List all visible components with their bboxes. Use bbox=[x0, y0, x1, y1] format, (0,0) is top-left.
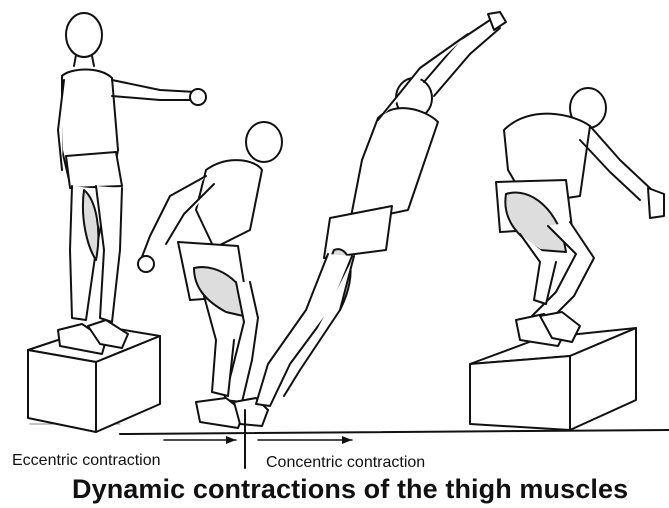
concentric-label: Concentric contraction bbox=[266, 454, 425, 472]
figure-on-box bbox=[496, 88, 664, 346]
ground-line bbox=[120, 430, 669, 434]
figure-jumping bbox=[256, 12, 506, 406]
figure-standing bbox=[58, 13, 206, 354]
eccentric-label: Eccentric contraction bbox=[12, 452, 161, 470]
figure-title: Dynamic contractions of the thigh muscle… bbox=[72, 474, 628, 505]
